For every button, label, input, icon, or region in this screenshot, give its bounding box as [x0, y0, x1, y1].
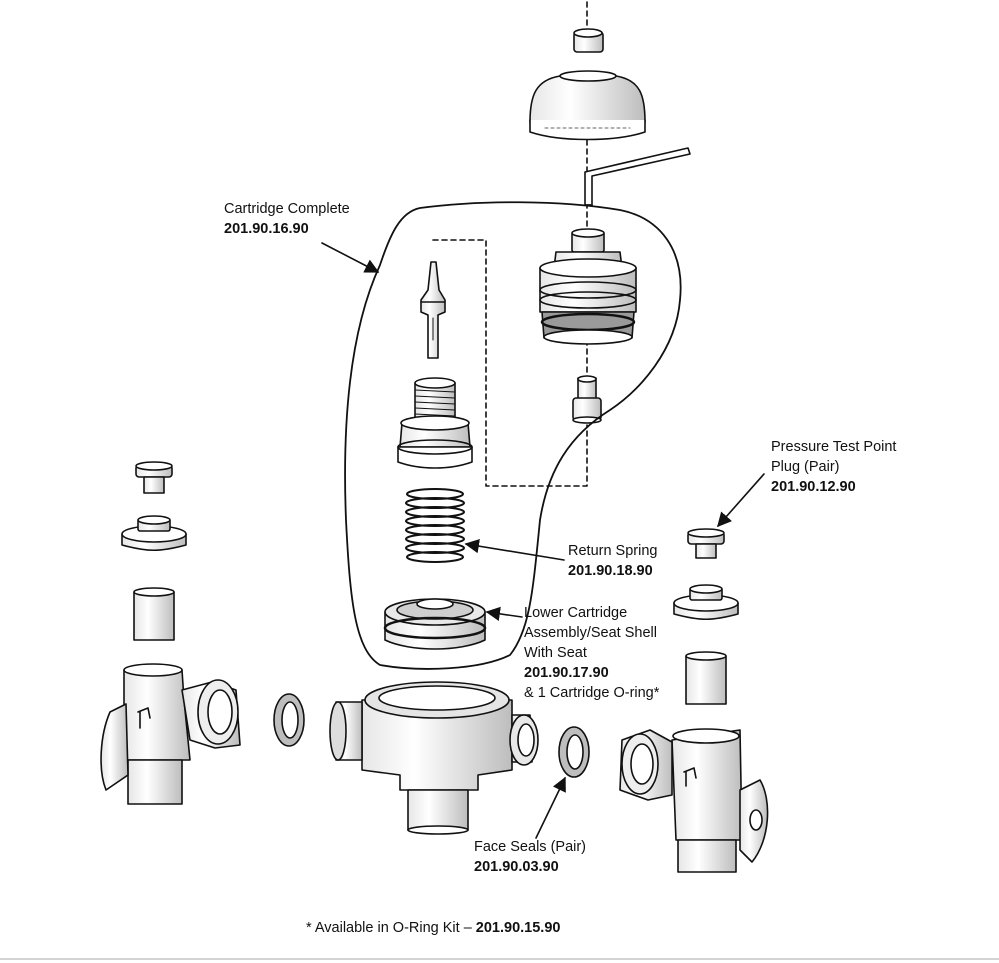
left-ball-valve [100, 663, 241, 805]
face-seals-label: Face Seals (Pair) 201.90.03.90 [474, 837, 586, 877]
right-face-seal [558, 726, 590, 778]
right-ball-valve [619, 728, 769, 873]
lower-cartridge-name-3: With Seat [524, 645, 587, 661]
left-sleeve [133, 587, 175, 641]
threaded-body [397, 377, 473, 469]
right-plug [687, 528, 725, 559]
bottom-divider [0, 958, 999, 960]
cartridge-complete-arrow [321, 242, 380, 273]
lower-cartridge-note: & 1 Cartridge O-ring* [524, 685, 660, 701]
upper-cartridge [539, 228, 637, 345]
lower-cartridge-arrow [485, 606, 523, 621]
lower-cartridge-label: Lower Cartridge Assembly/Seat Shell With… [524, 603, 659, 703]
face-seals-part-number: 201.90.03.90 [474, 859, 559, 875]
tee-body [329, 681, 539, 835]
cap-nut [573, 28, 604, 53]
return-spring-part-number: 201.90.18.90 [568, 563, 653, 579]
footnote-text: * Available in O-Ring Kit – [306, 920, 476, 936]
lower-cartridge-part-number: 201.90.17.90 [524, 665, 609, 681]
return-spring-label: Return Spring 201.90.18.90 [568, 541, 657, 581]
right-sleeve [685, 651, 727, 705]
face-seals-arrow [535, 776, 566, 839]
cartridge-complete-label: Cartridge Complete 201.90.16.90 [224, 199, 350, 239]
cartridge-complete-part-number: 201.90.16.90 [224, 221, 309, 237]
return-spring-name: Return Spring [568, 543, 658, 559]
pressure-test-point-name-1: Pressure Test Point [771, 439, 897, 455]
lower-cartridge [383, 598, 487, 650]
pressure-test-point-part-number: 201.90.12.90 [771, 479, 856, 495]
return-spring-arrow [464, 538, 565, 561]
o-ring-kit-footnote: * Available in O-Ring Kit – 201.90.15.90 [306, 920, 560, 936]
left-hex-nut [121, 515, 187, 551]
pressure-test-point-name-2: Plug (Pair) [771, 459, 840, 475]
spindle-stem [420, 261, 446, 359]
left-plug [135, 461, 173, 494]
dome-cap [529, 70, 646, 141]
lower-cartridge-name-1: Lower Cartridge [524, 605, 628, 621]
right-hex-nut [673, 584, 739, 620]
hex-key [584, 147, 691, 206]
return-spring [405, 488, 465, 563]
small-bolt [572, 375, 602, 424]
lower-cartridge-name-2: Assembly/Seat Shell [524, 625, 657, 641]
stem-path-dashed [432, 239, 588, 487]
pressure-test-point-arrow [717, 473, 765, 528]
cartridge-complete-outline [344, 201, 682, 670]
left-face-seal [273, 693, 305, 747]
cartridge-complete-name: Cartridge Complete [224, 201, 350, 217]
footnote-part-number: 201.90.15.90 [475, 920, 561, 936]
pressure-test-point-label: Pressure Test Point Plug (Pair) 201.90.1… [771, 437, 896, 497]
face-seals-name: Face Seals (Pair) [474, 839, 587, 855]
